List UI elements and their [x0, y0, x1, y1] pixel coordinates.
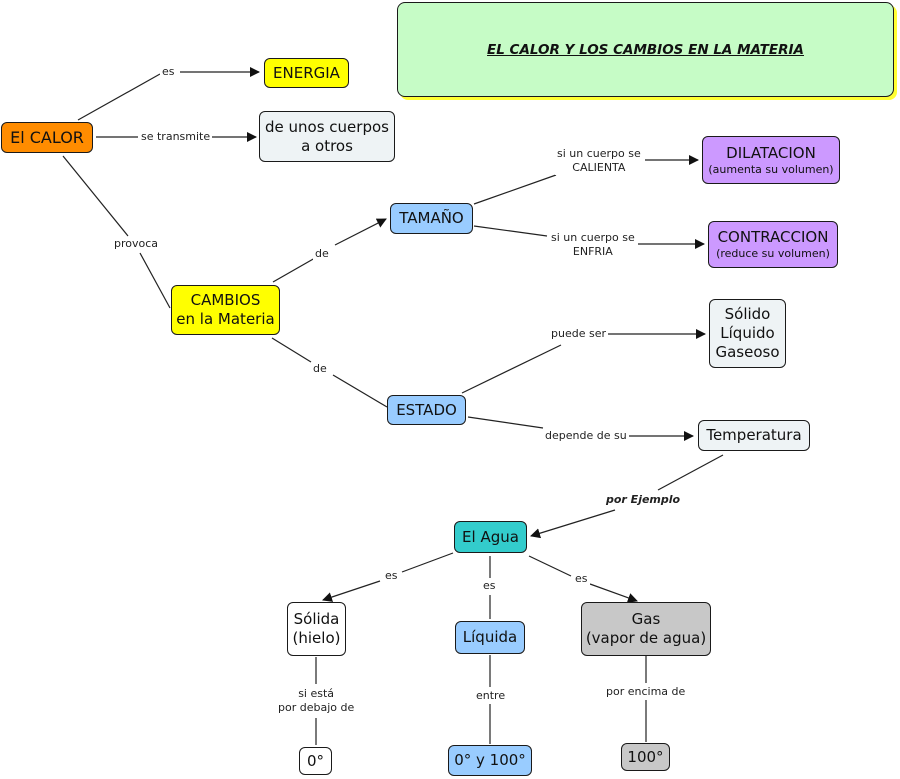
node-el-agua[interactable]: El Agua [454, 521, 527, 553]
node-cambios-line1: CAMBIOS [190, 291, 261, 309]
node-cero-grados[interactable]: 0° [299, 747, 332, 775]
link-calor-es [77, 73, 161, 121]
link-label-enfria: si un cuerpo se ENFRIA [549, 231, 637, 259]
link-agua-es3 [528, 555, 572, 577]
node-gas[interactable]: Gas (vapor de agua) [581, 602, 711, 656]
node-dilatacion-subtitle: (aumenta su volumen) [708, 162, 834, 176]
link-label-entre: entre [474, 689, 508, 703]
link-label-debajo-line1: si está [298, 687, 335, 700]
link-label-de-tamano: de [313, 247, 331, 261]
link-temperatura-ejemplo [657, 454, 724, 491]
node-solida[interactable]: Sólida (hielo) [287, 602, 346, 656]
link-agua-es1 [401, 552, 454, 573]
link-calor-provoca [62, 155, 129, 237]
link-de2-estado [332, 374, 388, 408]
node-de-unos-cuerpos-line1: de unos cuerpos [265, 117, 389, 136]
node-energia-text: ENERGIA [273, 63, 340, 82]
node-contraccion-title: CONTRACCION [717, 228, 829, 246]
link-label-de-estado: de [311, 362, 329, 376]
link-tamano-calienta [473, 174, 557, 205]
node-cambios-line2: en la Materia [176, 310, 275, 328]
node-temperatura-text: Temperatura [706, 426, 802, 444]
link-estado-depende [467, 416, 544, 429]
link-label-es-solida: es [383, 569, 400, 583]
link-label-provoca: provoca [112, 237, 161, 251]
node-el-calor[interactable]: El CALOR [1, 122, 93, 153]
map-title-box: EL CALOR Y LOS CAMBIOS EN LA MATERIA [397, 2, 894, 97]
link-label-es-energia: es [160, 65, 177, 79]
node-solida-line2: (hielo) [292, 629, 341, 647]
node-cien-grados-text: 100° [627, 747, 664, 766]
link-estado-puede [461, 344, 562, 394]
link-tamano-enfria [473, 225, 548, 237]
node-entre-0-y-100[interactable]: 0° y 100° [448, 745, 532, 776]
node-contraccion-subtitle: (reduce su volumen) [716, 247, 830, 260]
link-label-depende: depende de su [543, 429, 629, 443]
link-label-es-liquida: es [481, 579, 498, 593]
link-label-encima: por encima de [604, 685, 688, 699]
link-label-debajo: si está por debajo de [276, 687, 357, 715]
node-energia[interactable]: ENERGIA [264, 58, 349, 88]
link-provoca-cambios [139, 252, 171, 309]
node-dilatacion-title: DILATACION [726, 143, 816, 162]
node-estado-text: ESTADO [396, 400, 457, 419]
node-liquida-text: Líquida [462, 628, 518, 646]
link-label-enfria-line2: ENFRIA [572, 245, 613, 258]
node-estado[interactable]: ESTADO [387, 395, 466, 425]
link-label-calienta: si un cuerpo se CALIENTA [555, 147, 643, 175]
node-de-unos-cuerpos[interactable]: de unos cuerpos a otros [259, 111, 395, 162]
link-cambios-de1 [272, 257, 316, 283]
node-contraccion[interactable]: CONTRACCION (reduce su volumen) [708, 221, 838, 268]
link-cambios-de2 [271, 337, 312, 363]
link-es1-solida [322, 580, 381, 602]
node-estados-line1: Sólido [724, 305, 771, 323]
node-temperatura[interactable]: Temperatura [698, 420, 810, 451]
node-el-calor-text: El CALOR [10, 128, 84, 147]
node-cambios-materia[interactable]: CAMBIOS en la Materia [171, 285, 280, 335]
node-de-unos-cuerpos-line2: a otros [301, 136, 353, 155]
link-es3-gas [589, 583, 638, 603]
node-solida-line1: Sólida [293, 610, 340, 628]
link-label-calienta-line1: si un cuerpo se [557, 147, 641, 160]
node-tamano-text: TAMAÑO [399, 209, 464, 227]
link-label-puede-ser: puede ser [549, 327, 608, 341]
node-estados-line3: Gaseoso [715, 343, 780, 361]
node-entre-0-y-100-text: 0° y 100° [454, 751, 526, 769]
node-estados-materia[interactable]: Sólido Líquido Gaseoso [709, 299, 786, 368]
link-label-calienta-line2: CALIENTA [572, 161, 626, 174]
node-cien-grados[interactable]: 100° [621, 743, 670, 771]
node-liquida[interactable]: Líquida [455, 621, 525, 654]
link-ejemplo-agua [530, 509, 616, 539]
node-tamano[interactable]: TAMAÑO [390, 203, 473, 234]
link-label-por-ejemplo: por Ejemplo [604, 493, 683, 507]
node-el-agua-text: El Agua [462, 527, 519, 546]
node-cero-grados-text: 0° [306, 751, 325, 770]
node-gas-line2: (vapor de agua) [585, 629, 707, 647]
link-de1-tamano [334, 218, 387, 246]
node-estados-line2: Líquido [720, 324, 775, 342]
link-label-debajo-line2: por debajo de [278, 701, 355, 714]
link-label-es-gas: es [573, 572, 590, 586]
link-label-se-transmite: se transmite [139, 130, 213, 144]
node-dilatacion[interactable]: DILATACION (aumenta su volumen) [702, 136, 840, 184]
map-title: EL CALOR Y LOS CAMBIOS EN LA MATERIA [487, 41, 804, 58]
link-label-enfria-line1: si un cuerpo se [551, 231, 635, 244]
node-gas-line1: Gas [631, 610, 661, 628]
